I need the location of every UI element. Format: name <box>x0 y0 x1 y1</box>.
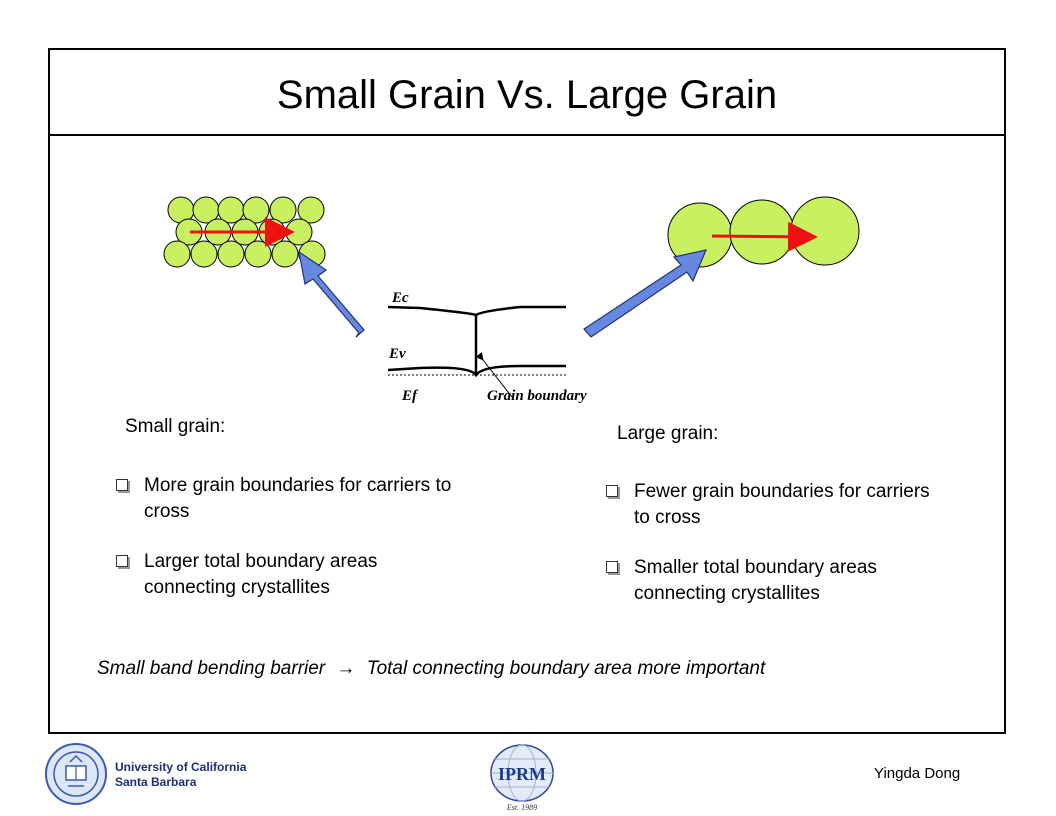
ev-label: Ev <box>388 346 406 362</box>
checkbox-bullet-icon <box>606 561 618 573</box>
list-item: More grain boundaries for carriers to cr… <box>114 473 454 525</box>
arrow-right-icon: → <box>336 658 356 679</box>
university-name: University of California Santa Barbara <box>115 760 246 790</box>
list-item: Larger total boundary areas connecting c… <box>114 549 454 601</box>
large-grain-bullets: Fewer grain boundaries for carriers to c… <box>604 479 944 631</box>
conclusion-rhs: Total connecting boundary area more impo… <box>366 658 766 679</box>
conclusion-line: Small band bending barrier → Total conne… <box>97 658 765 680</box>
iprm-logo-est: Est. 1989 <box>506 803 537 812</box>
checkbox-bullet-icon <box>606 485 618 497</box>
conclusion-lhs: Small band bending barrier <box>97 658 326 679</box>
checkbox-bullet-icon <box>116 555 128 567</box>
ec-label: Ec <box>391 290 409 306</box>
small-grain-pointer-arrow <box>298 250 365 338</box>
conduction-band-curve <box>387 305 566 317</box>
slide-title: Small Grain Vs. Large Grain <box>276 73 778 117</box>
uc-seal-logo <box>45 743 107 805</box>
university-line-1: University of California <box>115 760 247 774</box>
slide-frame: Small Grain Vs. Large Grain <box>48 48 1006 734</box>
author-name: Yingda Dong <box>874 765 961 782</box>
university-line-2: Santa Barbara <box>115 775 197 789</box>
bullet-text: Larger total boundary areas connecting c… <box>144 551 378 598</box>
ef-label: Ef <box>401 388 419 404</box>
grain-boundary-pointer <box>475 352 513 398</box>
title-bar: Small Grain Vs. Large Grain <box>50 50 1004 136</box>
checkbox-bullet-icon <box>116 479 128 491</box>
list-item: Smaller total boundary areas connecting … <box>604 555 944 607</box>
bullet-text: Fewer grain boundaries for carriers to c… <box>634 481 930 528</box>
iprm-logo-text: IPRM <box>498 764 546 784</box>
large-grain-pointer-arrow <box>583 249 707 338</box>
list-item: Fewer grain boundaries for carriers to c… <box>604 479 944 531</box>
small-grain-bullets: More grain boundaries for carriers to cr… <box>114 473 454 625</box>
bullet-text: More grain boundaries for carriers to cr… <box>144 475 452 522</box>
large-grain-heading: Large grain: <box>617 423 719 444</box>
band-diagram <box>387 305 566 398</box>
large-grain-carrier-arrow <box>711 221 818 252</box>
small-grain-cluster <box>163 196 326 268</box>
small-grain-heading: Small grain: <box>125 416 226 437</box>
bullet-text: Smaller total boundary areas connecting … <box>634 557 877 604</box>
iprm-logo: IPRM Est. 1989 <box>490 744 554 812</box>
grain-boundary-label: Grain boundary <box>487 388 587 404</box>
